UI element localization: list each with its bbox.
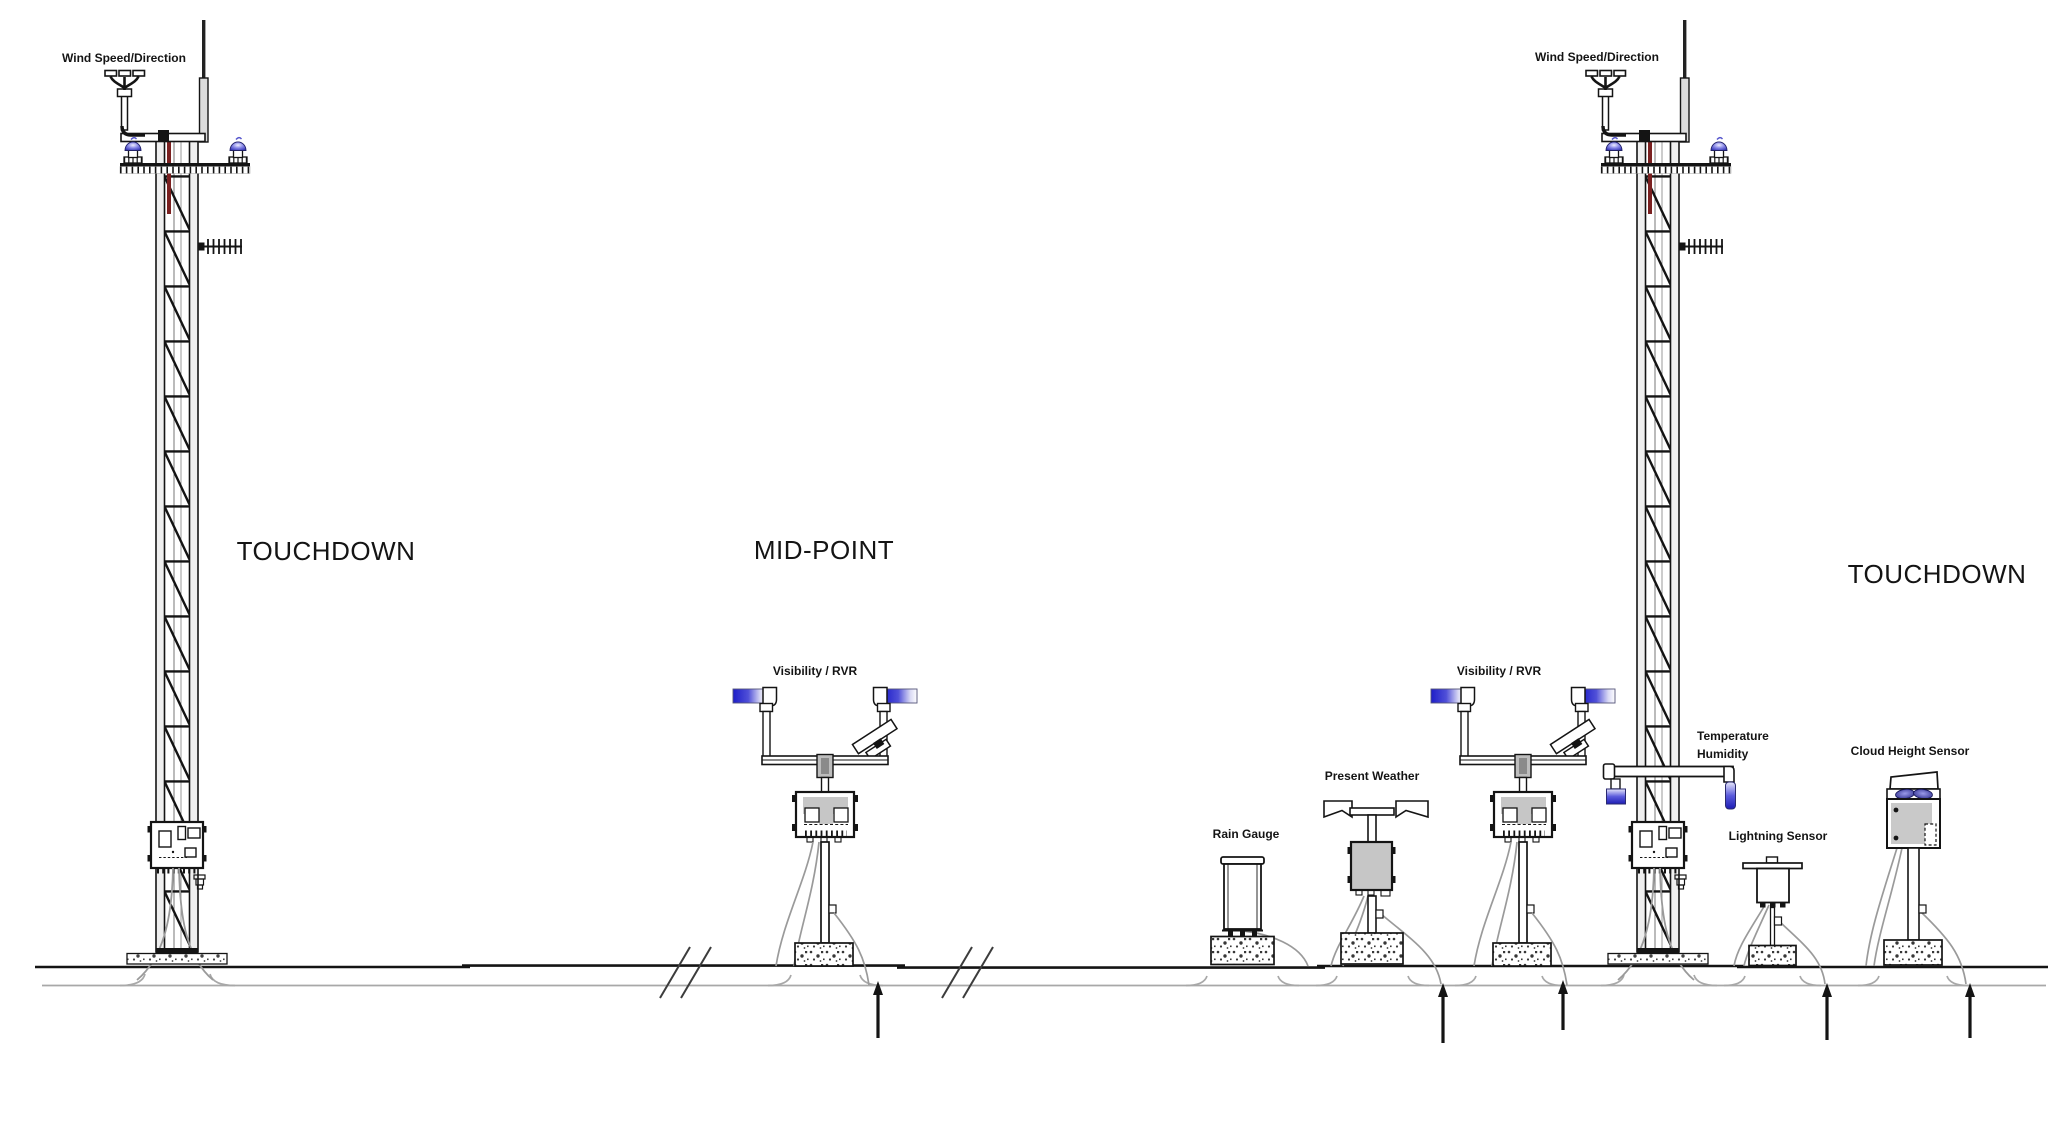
arrow-up-icon [1438, 983, 1448, 1043]
lightning-sensor-label: Lightning Sensor [1728, 829, 1828, 843]
zone-label-touchdown-right: TOUCHDOWN [1847, 559, 2027, 589]
temperature-humidity-label: Temperature Humidity [1697, 727, 1769, 763]
zone-label-mid-point: MID-POINT [753, 535, 895, 565]
present-weather-unit [1323, 800, 1442, 985]
arrow-up-icon [1558, 980, 1568, 1030]
cable-trench-line [42, 973, 2046, 987]
visibility-rvr-label-right: Visibility / RVR [1456, 664, 1542, 678]
visibility-rvr-label-midpoint: Visibility / RVR [772, 664, 858, 678]
temperature-label-line: Temperature [1697, 729, 1769, 743]
rain-gauge-unit [1210, 856, 1309, 967]
wind-speed-direction-label-right: Wind Speed/Direction [1535, 50, 1659, 64]
present-weather-box [1347, 840, 1396, 897]
cloud-height-sensor-unit [1865, 771, 1967, 985]
present-weather-label: Present Weather [1324, 769, 1420, 783]
temperature-humidity-unit [1602, 763, 1736, 810]
runway-break-marks [659, 946, 994, 999]
arrow-up-icon [1965, 983, 1975, 1038]
wind-speed-direction-label-left: Wind Speed/Direction [62, 51, 186, 65]
zone-label-touchdown-left: TOUCHDOWN [236, 536, 416, 566]
rain-gauge-label: Rain Gauge [1212, 827, 1280, 841]
arrow-up-icon [873, 981, 883, 1038]
arrow-up-icon [1822, 983, 1832, 1040]
humidity-label-line: Humidity [1697, 747, 1749, 761]
ground-line [35, 964, 2048, 969]
lightning-sensor-unit [1733, 856, 1826, 985]
visibility-rvr-right [1431, 688, 1615, 986]
cloud-height-sensor-label: Cloud Height Sensor [1850, 744, 1970, 758]
cable-feed-arrows [873, 980, 1975, 1043]
wind-tower-touchdown-right [1586, 20, 1731, 980]
wind-tower-touchdown-left [105, 20, 250, 980]
visibility-rvr-midpoint [733, 688, 917, 986]
